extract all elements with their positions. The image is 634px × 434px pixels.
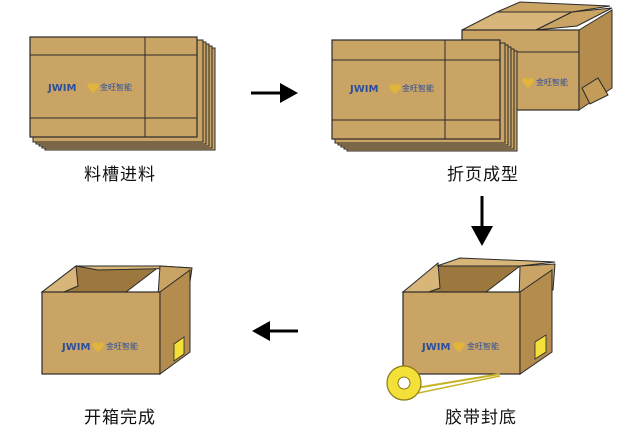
brand-name-en: JWIM (47, 83, 76, 94)
blank-top-sheet (331, 39, 501, 140)
arrow-right (251, 83, 298, 103)
step-feed-flat-blank-stack: JWIM 金旺智能 (29, 36, 216, 151)
brand-name-en: JWIM (421, 342, 450, 353)
brand-name-en: JWIM (349, 84, 378, 95)
step-fold-forming: 金旺智能 JWIM 金旺智能 (331, 1, 613, 152)
brand-name-cn: 金旺智能 (402, 83, 434, 93)
brand-name-en: JWIM (61, 342, 90, 353)
heart-logo-icon (92, 342, 104, 352)
step-label-open: 开箱完成 (84, 408, 156, 428)
blank-top-sheet (29, 36, 198, 138)
brand-name-cn: 金旺智能 (100, 82, 132, 92)
tape-roll-icon (386, 365, 501, 401)
brand-logo: JWIM 金旺智能 (47, 82, 132, 94)
heart-logo-icon (453, 342, 465, 352)
arrow-down (471, 196, 493, 246)
brand-logo: JWIM 金旺智能 (421, 341, 499, 353)
brand-name-cn: 金旺智能 (106, 341, 138, 351)
step-open-finished-box: JWIM 金旺智能 (40, 265, 193, 375)
step-label-feed: 料槽进料 (84, 165, 156, 185)
brand-name-cn: 金旺智能 (536, 77, 568, 87)
heart-logo-icon (389, 84, 401, 94)
heart-logo-icon (87, 83, 99, 93)
heart-logo-icon (522, 78, 534, 88)
brand-logo: JWIM 金旺智能 (61, 341, 138, 353)
step-label-seal: 胶带封底 (445, 408, 517, 428)
step-label-fold: 折页成型 (447, 165, 519, 185)
step-tape-seal-box: JWIM 金旺智能 (386, 257, 556, 401)
brand-name-cn: 金旺智能 (467, 341, 499, 351)
arrow-left (252, 321, 298, 341)
brand-logo: JWIM 金旺智能 (349, 83, 434, 95)
